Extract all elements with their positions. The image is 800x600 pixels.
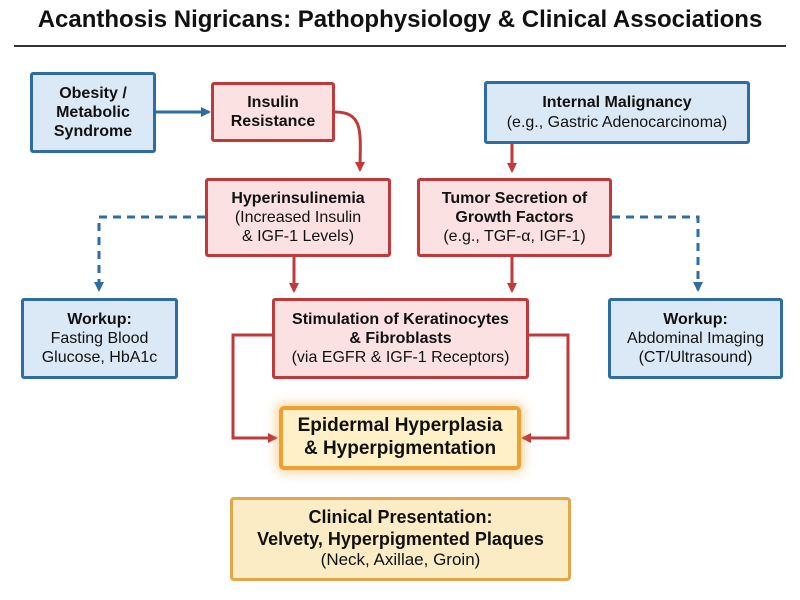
node-insulin-resistance-line2: Resistance [230,113,316,130]
node-internal-malignancy-title: Internal Malignancy [542,94,692,112]
arrow-stimulation-left-to-epidermal [231,333,278,443]
node-stimulation-sub: (via EGFR & IGF-1 Receptors) [291,349,510,367]
node-stimulation: Stimulation of Keratinocytes & Fibroblas… [272,298,529,379]
node-stimulation-title1: Stimulation of Keratinocytes [292,310,509,328]
arrow-tumor-to-workup [612,215,703,292]
node-obesity-line1: Obesity / [59,84,127,102]
node-obesity: Obesity / Metabolic Syndrome [30,72,156,153]
node-workup-left-sub2: Glucose, HbA1c [41,349,158,367]
node-stimulation-title2: & Fibroblasts [349,329,452,347]
node-clinical-title1: Clinical Presentation: [308,507,493,528]
node-hyperinsulinemia-title: Hyperinsulinemia [231,189,365,207]
node-workup-left: Workup: Fasting Blood Glucose, HbA1c [21,298,178,379]
node-workup-left-sub1: Fasting Blood [50,329,149,347]
node-epidermal-hyperplasia: Epidermal Hyperplasia & Hyperpigmentatio… [279,406,521,470]
node-tumor-secretion-title1: Tumor Secretion of [441,189,588,207]
node-tumor-secretion: Tumor Secretion of Growth Factors (e.g.,… [417,178,612,257]
node-tumor-secretion-title2: Growth Factors [455,208,574,226]
node-tumor-secretion-sub: (e.g., TGF-α, IGF-1) [443,228,586,246]
node-workup-right: Workup: Abdominal Imaging (CT/Ultrasound… [608,298,783,379]
node-hyperinsulinemia-sub2: & IGF-1 Levels) [241,228,355,246]
arrow-hyperinsulinemia-to-workup [94,215,205,292]
node-internal-malignancy: Internal Malignancy (e.g., Gastric Adeno… [484,81,750,144]
node-workup-right-sub2: (CT/Ultrasound) [638,349,753,367]
diagram-title: Acanthosis Nigricans: Pathophysiology & … [37,6,763,33]
node-obesity-line2: Metabolic [56,103,130,121]
node-workup-right-sub1: Abdominal Imaging [627,329,764,347]
arrow-insulin-to-hyperinsulinemia [334,110,366,172]
node-hyperinsulinemia-sub1: (Increased Insulin [234,208,362,226]
node-internal-malignancy-sub: (e.g., Gastric Adenocarcinoma) [506,113,728,131]
node-epidermal-line2: & Hyperpigmentation [303,438,497,459]
node-clinical-title2: Velvety, Hyperpigmented Plaques [257,528,544,549]
node-clinical-presentation: Clinical Presentation: Velvety, Hyperpig… [230,497,571,581]
node-workup-left-title: Workup: [67,310,132,328]
node-hyperinsulinemia: Hyperinsulinemia (Increased Insulin & IG… [205,178,391,257]
node-insulin-resistance-line1: Insulin [247,93,299,111]
title-divider [14,45,786,47]
node-workup-right-title: Workup: [663,310,728,328]
node-insulin-resistance: Insulin Resistance [211,82,335,142]
node-obesity-line3: Syndrome [53,123,133,141]
node-clinical-sub: (Neck, Axillae, Groin) [320,550,481,570]
arrow-stimulation-right-to-epidermal [521,333,570,443]
node-epidermal-line1: Epidermal Hyperplasia [297,415,503,437]
